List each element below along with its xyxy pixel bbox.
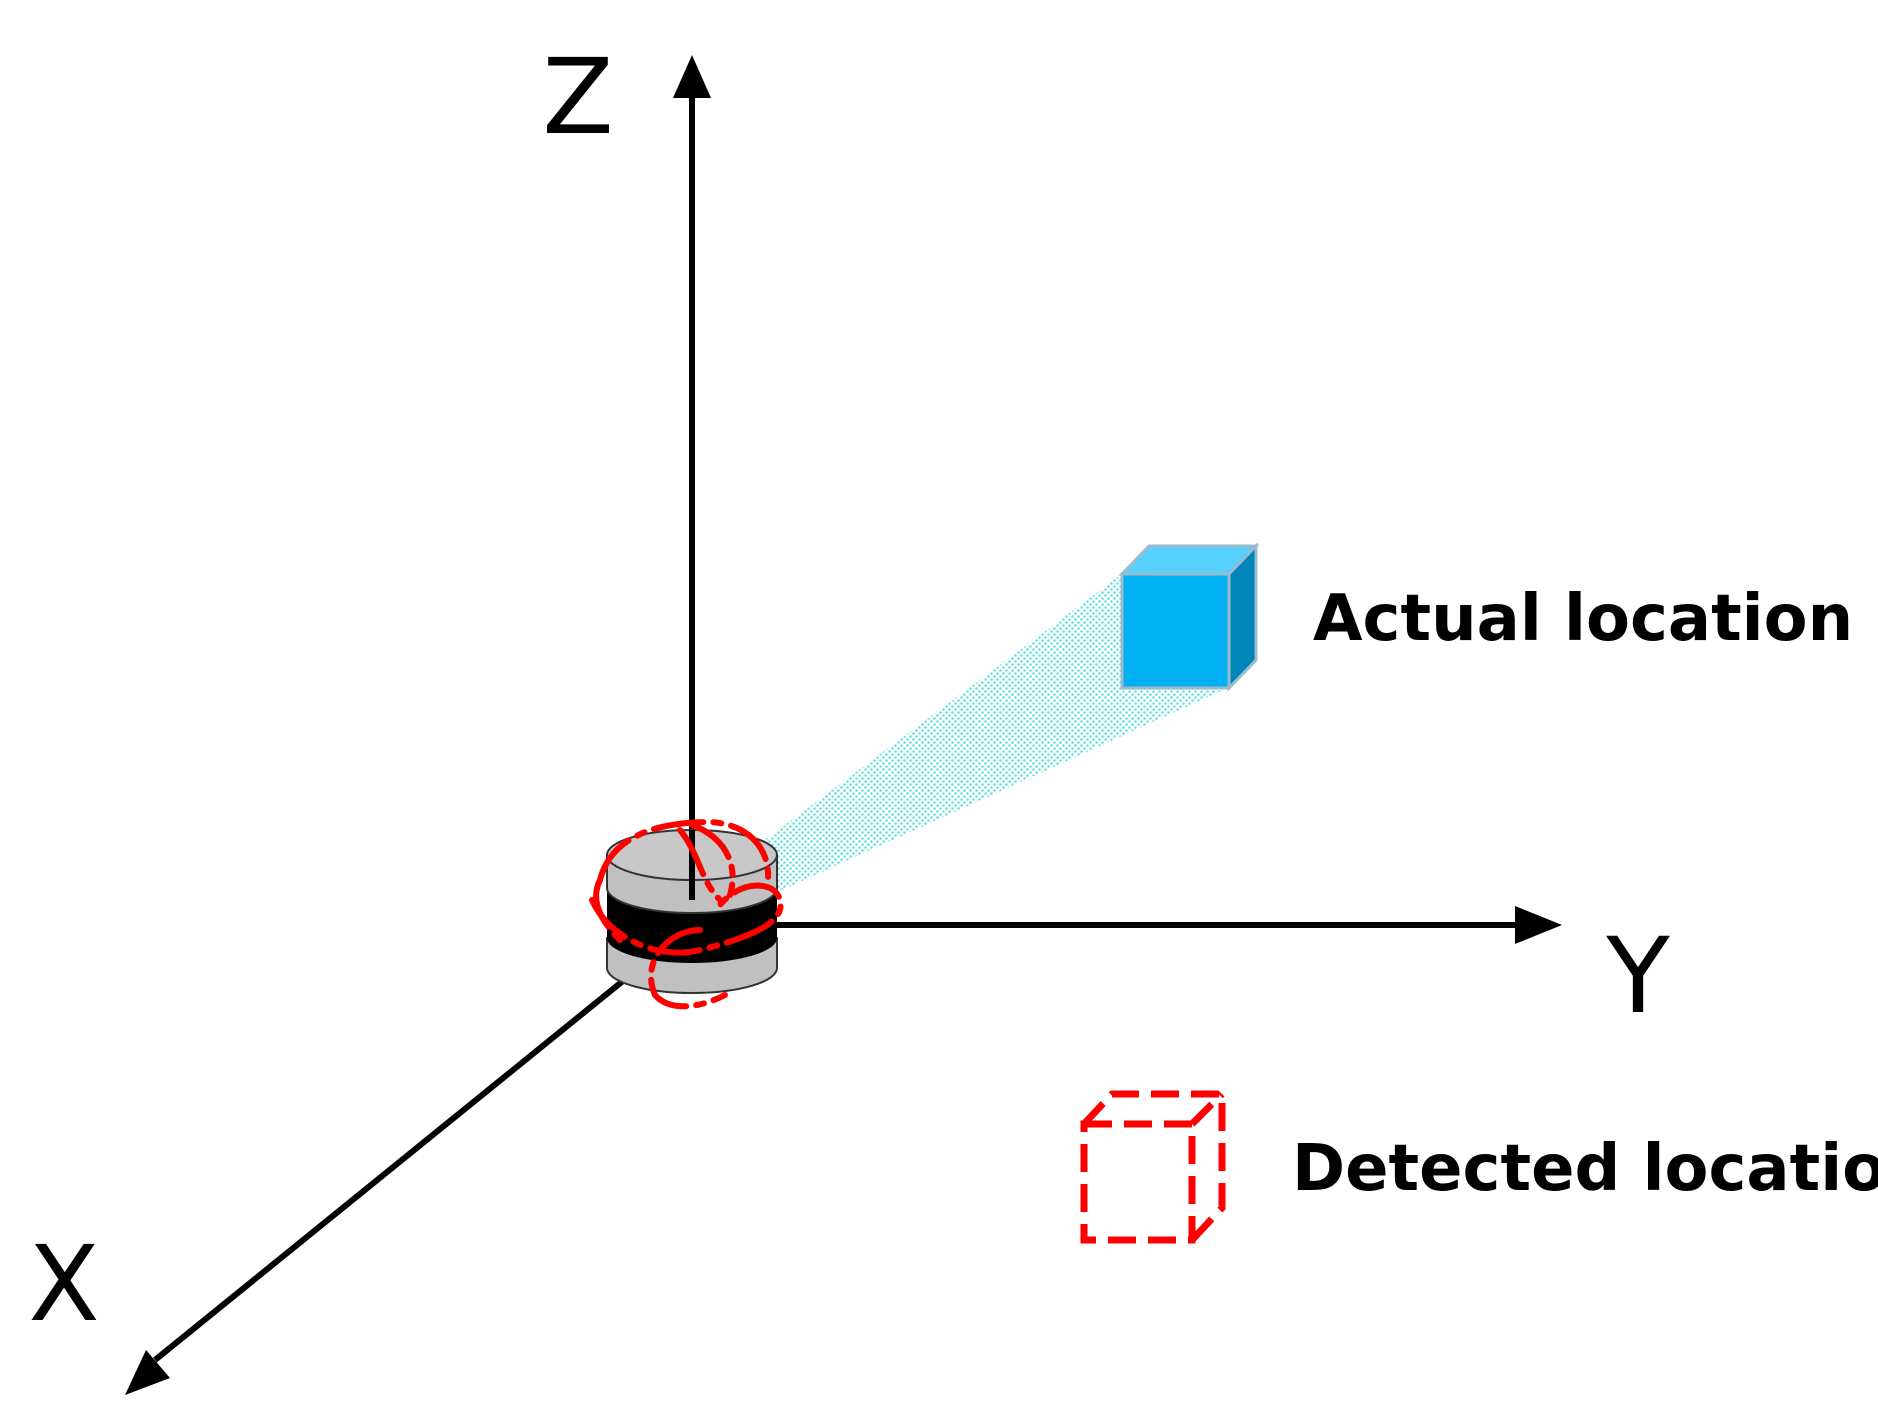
y-axis-label: Y bbox=[1605, 915, 1670, 1037]
sensing-beam bbox=[738, 574, 1228, 900]
x-axis bbox=[125, 922, 694, 1395]
x-axis-arrowhead bbox=[125, 1350, 170, 1395]
detected-location-cube-icon bbox=[1080, 1090, 1226, 1244]
detected-location-marker bbox=[589, 818, 784, 1010]
actual-location-cube-icon bbox=[1118, 542, 1260, 692]
actual-location-label: Actual location bbox=[1313, 582, 1853, 656]
y-axis-arrowhead bbox=[1515, 906, 1562, 944]
y-axis bbox=[692, 906, 1562, 944]
detected-location-label: Detected location bbox=[1292, 1132, 1878, 1206]
z-axis-arrowhead bbox=[673, 55, 711, 98]
z-axis-label: Z bbox=[542, 36, 613, 158]
z-axis bbox=[673, 55, 711, 930]
x-axis-label: X bbox=[28, 1223, 99, 1345]
